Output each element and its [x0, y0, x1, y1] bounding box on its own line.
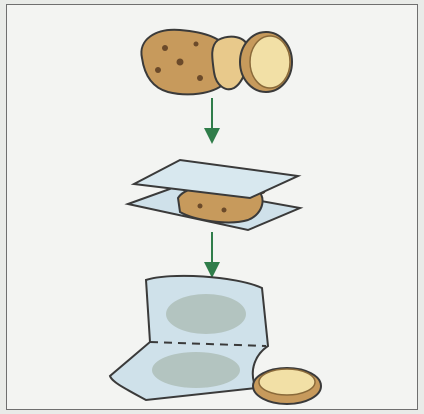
- filter-paper-stained-icon: [110, 276, 268, 400]
- filter-paper-folded-icon: [128, 160, 300, 230]
- potato-slice-icon: [253, 368, 321, 404]
- potato-slice-icon: [141, 30, 292, 95]
